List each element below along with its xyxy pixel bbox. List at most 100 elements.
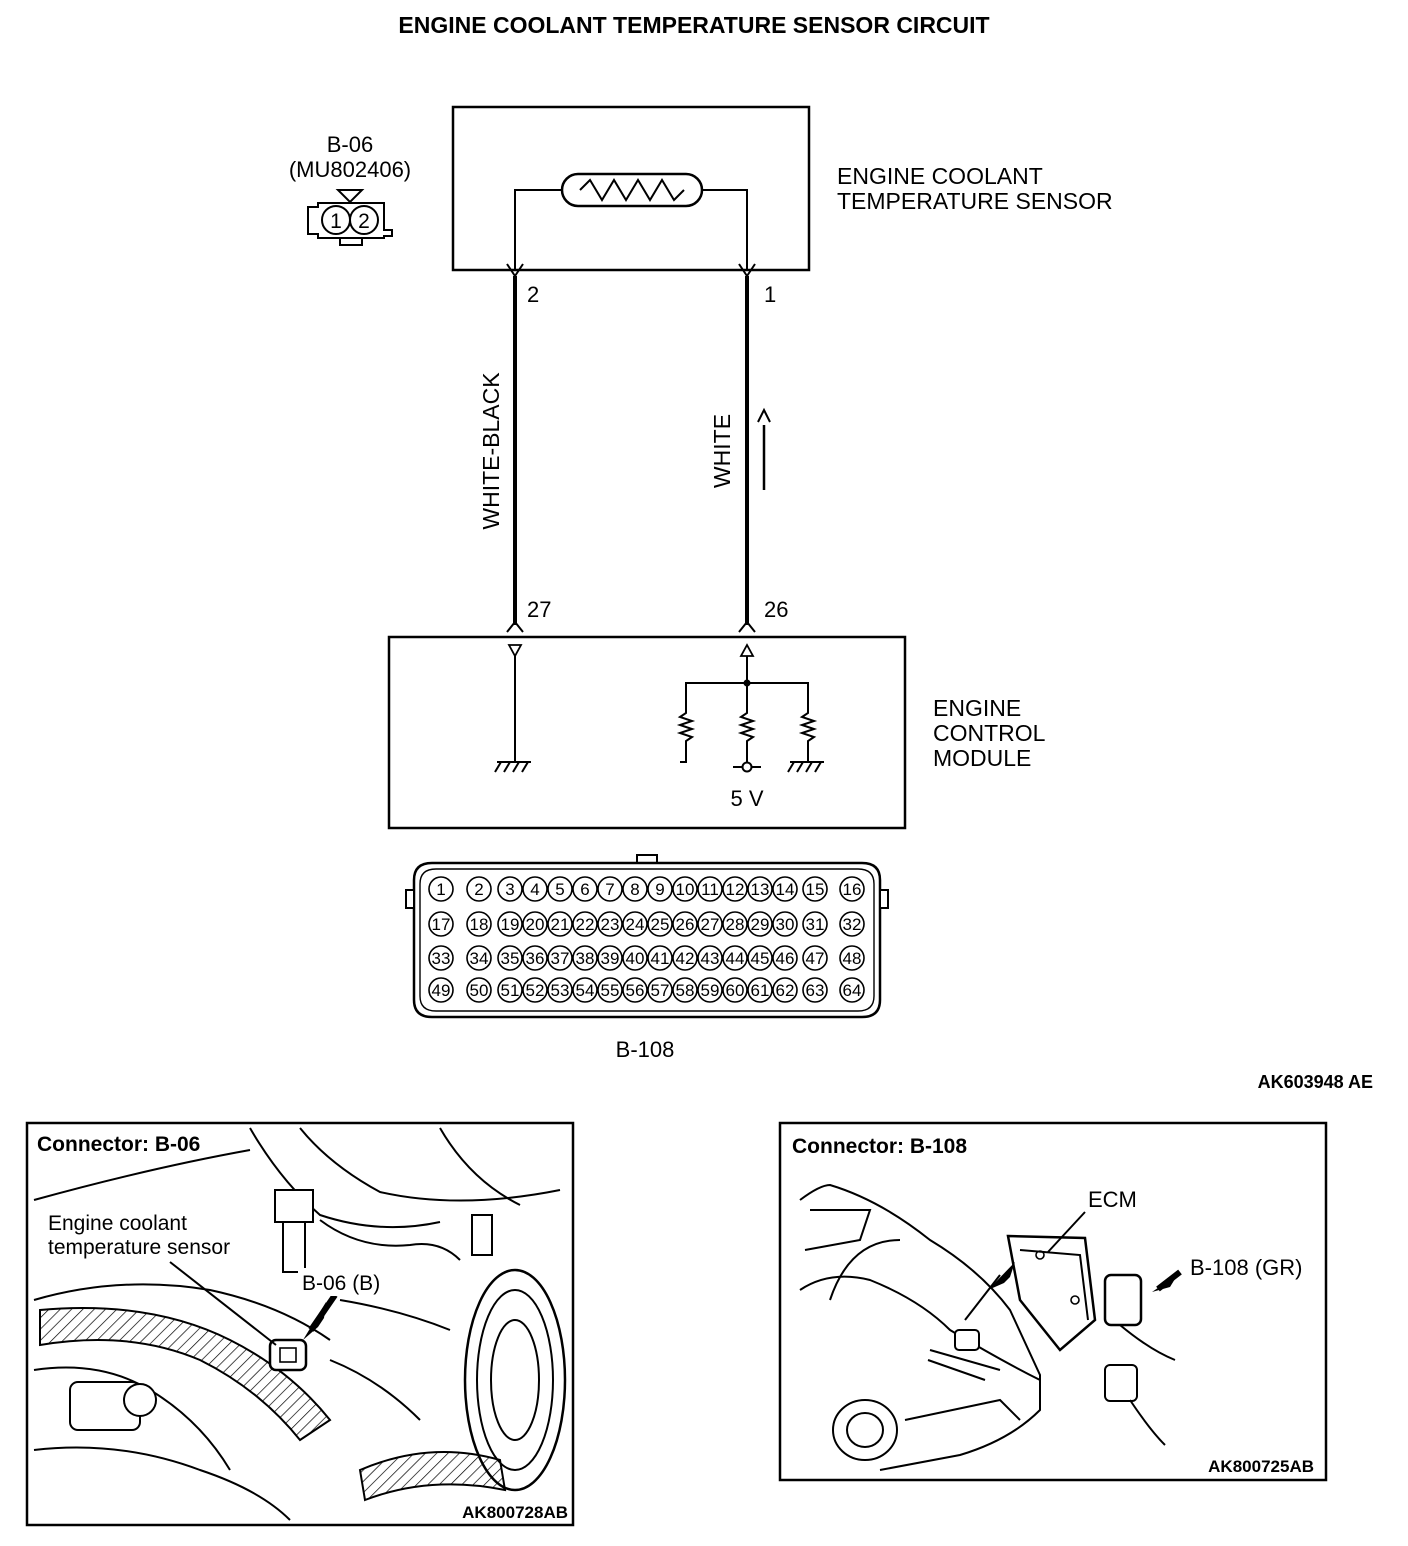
ecm-connector-pin-circle xyxy=(722,945,748,971)
connector-pin-2 xyxy=(349,205,379,235)
ecm-connector-pin: 24 xyxy=(622,911,648,937)
ecm-connector-pin-label: 50 xyxy=(470,981,489,1000)
ecm-connector-pin-label: 8 xyxy=(630,880,639,899)
connector-latch xyxy=(339,237,363,246)
ecm-connector-pin: 58 xyxy=(672,977,698,1003)
ecm-connector-pin: 38 xyxy=(572,945,598,971)
ecm-connector-pin-circle xyxy=(622,876,648,902)
ecm-connector-pin-label: 22 xyxy=(576,915,595,934)
ecm-connector-pin-circle xyxy=(622,911,648,937)
ecm-connector-pin-circle xyxy=(466,911,492,937)
ecm-connector-pin-label: 16 xyxy=(843,880,862,899)
ecm-connector-pin-circle xyxy=(522,911,548,937)
ecm-connector-pin-label: 42 xyxy=(676,949,695,968)
ecm-connector-pin: 10 xyxy=(672,876,698,902)
ecm-connector-pin-circle xyxy=(647,977,673,1003)
ecm-connector-pin-label: 17 xyxy=(432,915,451,934)
ecm-connector-pin: 56 xyxy=(622,977,648,1003)
ecm-connector-pin: 35 xyxy=(497,945,523,971)
ecm-label-line2: CONTROL xyxy=(933,720,1046,746)
ecm-input-triangle-right xyxy=(739,643,755,657)
ecm-label-line3: MODULE xyxy=(933,745,1031,771)
ecm-connector-pin-label: 9 xyxy=(655,880,664,899)
ecm-connector-pin-circle xyxy=(747,911,773,937)
wire-left-color-label: WHITE-BLACK xyxy=(478,372,504,530)
current-direction-arrow xyxy=(757,407,771,490)
ecm-connector-pin-label: 12 xyxy=(726,880,745,899)
ecm-connector-pin-label: 59 xyxy=(701,981,720,1000)
ecm-connector-pin-label: 64 xyxy=(843,981,862,1000)
ecm-connector-pin-label: 62 xyxy=(776,981,795,1000)
ecm-connector-pin: 13 xyxy=(747,876,773,902)
ecm-connector-pin-circle xyxy=(572,945,598,971)
ecm-connector-pin-label: 54 xyxy=(576,981,595,1000)
ecm-supply-voltage: 5 V xyxy=(730,786,763,811)
ecm-connector-pin: 51 xyxy=(497,977,523,1003)
ecm-connector-pin-circle xyxy=(747,876,773,902)
photo-left-callout-line2: temperature sensor xyxy=(48,1236,230,1259)
ecm-connector-pin-label: 43 xyxy=(701,949,720,968)
ecm-connector-pin: 27 xyxy=(697,911,723,937)
ecm-connector-side-tab-right xyxy=(879,889,889,909)
ecm-connector-pin-label: 55 xyxy=(601,981,620,1000)
ecm-connector-pin: 61 xyxy=(747,977,773,1003)
ecm-connector-pin-label: 29 xyxy=(751,915,770,934)
ground-symbol-left xyxy=(494,761,531,773)
connector-pin-2-label: 2 xyxy=(358,210,370,233)
photo-panel-b06: Connector: B-06 Engine coolant temperatu… xyxy=(25,1121,575,1527)
ecm-connector-pin: 53 xyxy=(547,977,573,1003)
sensor-pin-right-label: 1 xyxy=(764,282,776,307)
ecm-connector-pin-label: 38 xyxy=(576,949,595,968)
ecm-connector-pin-circle xyxy=(802,911,828,937)
ecm-connector-pin: 20 xyxy=(522,911,548,937)
vehicle-ecm-illustration xyxy=(799,1183,1182,1471)
ecm-connector-pin-label: 18 xyxy=(470,915,489,934)
ecm-connector-pin-label: 7 xyxy=(605,880,614,899)
ecm-connector-pin-circle xyxy=(466,876,492,902)
ecm-connector-pin-circle xyxy=(672,977,698,1003)
ecm-connector-pin-circle xyxy=(497,911,523,937)
ecm-connector-pin-circle xyxy=(547,911,573,937)
ecm-connector-pin-label: 27 xyxy=(701,915,720,934)
ecm-connector-pin: 25 xyxy=(647,911,673,937)
ecm-connector-pin-circle xyxy=(839,911,865,937)
ecm-connector-pin: 31 xyxy=(802,911,828,937)
ecm-connector-pin-label: 28 xyxy=(726,915,745,934)
ecm-connector-pin-label: 15 xyxy=(806,880,825,899)
ecm-connector-pin: 12 xyxy=(722,876,748,902)
ecm-connector-pin-circle xyxy=(428,945,454,971)
ecm-connector-pin: 6 xyxy=(572,876,598,902)
ecm-connector-pin-circle xyxy=(522,945,548,971)
ecm-connector-pin-label: 56 xyxy=(626,981,645,1000)
photo-right-connector-label: B-108 (GR) xyxy=(1190,1255,1302,1280)
sensor-box xyxy=(451,105,811,272)
ecm-connector-pin-circle xyxy=(428,911,454,937)
ecm-connector-pin: 63 xyxy=(802,977,828,1003)
ecm-connector-pin: 11 xyxy=(697,876,723,902)
ecm-connector-pin-label: 3 xyxy=(505,880,514,899)
ecm-connector-pin-circle xyxy=(697,911,723,937)
ecm-connector-pin: 46 xyxy=(772,945,798,971)
ecm-connector-pin-circle xyxy=(839,945,865,971)
ecm-connector-pin: 50 xyxy=(466,977,492,1003)
ecm-resistor-left xyxy=(676,708,696,763)
ecm-connector-pin-label: 6 xyxy=(580,880,589,899)
ecm-connector-pin: 43 xyxy=(697,945,723,971)
ecm-connector-pin: 32 xyxy=(839,911,865,937)
ecm-connector-pin-label: 39 xyxy=(601,949,620,968)
ecm-connector-pin-circle xyxy=(647,945,673,971)
ecm-connector-pin-circle xyxy=(839,977,865,1003)
ecm-connector-pin-label: 52 xyxy=(526,981,545,1000)
ecm-connector-pin-circle xyxy=(522,876,548,902)
ecm-connector-pin-circle xyxy=(802,945,828,971)
ecm-pin-right-label: 26 xyxy=(764,597,788,622)
ecm-connector-pin: 5 xyxy=(547,876,573,902)
ecm-connector-pin: 36 xyxy=(522,945,548,971)
ecm-connector-pin: 28 xyxy=(722,911,748,937)
ecm-connector-pin: 4 xyxy=(522,876,548,902)
ecm-connector-pin-label: 2 xyxy=(474,880,483,899)
ecm-connector-pin-label: 20 xyxy=(526,915,545,934)
ecm-connector-pin-circle xyxy=(772,977,798,1003)
ecm-connector-pin-circle xyxy=(672,876,698,902)
ecm-connector-pin-label: 19 xyxy=(501,915,520,934)
